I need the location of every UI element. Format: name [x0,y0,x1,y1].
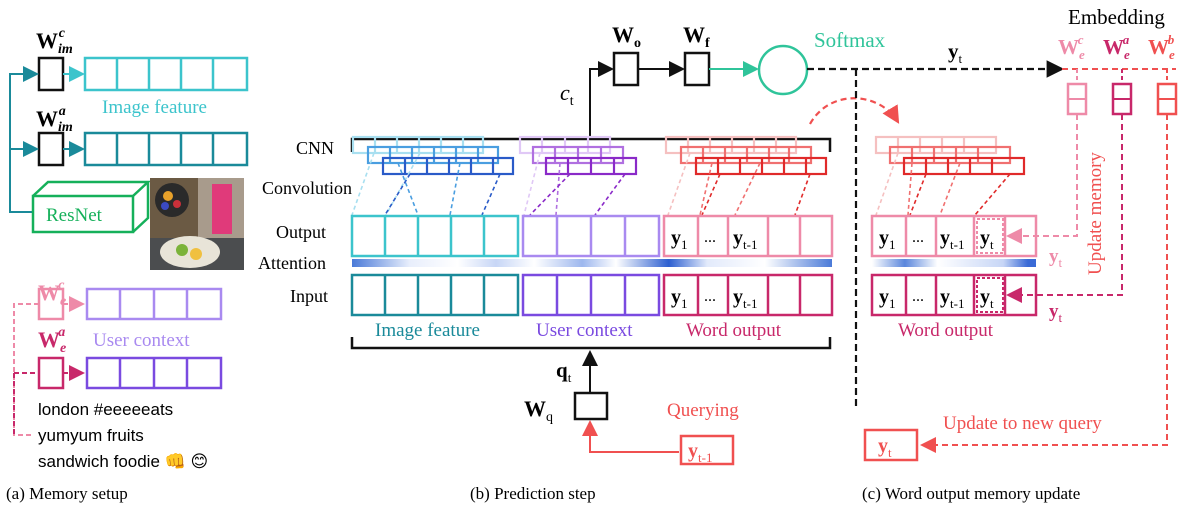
output-c-y1: y1 [879,227,896,252]
output-ytm1: yt-1 [733,227,757,252]
update-to-new-query-label: Update to new query [943,413,1102,434]
input-word [662,273,834,317]
w-im-c-label: Wimc [36,26,73,57]
w-o-label: Wo [612,22,641,51]
image-feature-memory-top [83,56,249,92]
image-feature-memory-bottom [83,131,249,167]
panel-c-word-output-update: yt Embedding Wec Wea Web Update memory [807,5,1178,503]
input-y1: y1 [671,286,688,311]
input-c-y1: y1 [879,286,896,311]
label-word-output: Word output [686,320,782,341]
w-im-a-label: Wima [36,104,73,135]
attention-bar-c [872,259,1036,267]
caption-c: (c) Word output memory update [862,484,1080,503]
copy-arrow [809,97,900,125]
y-tm1-query-box [679,434,735,466]
y-tm1-query-label: yt-1 [688,440,712,465]
output-c-ytm1: yt-1 [940,227,964,252]
attention-bar [352,259,832,267]
row-label-convolution: Convolution [262,178,352,198]
row-label-output: Output [276,222,326,242]
panel-a-memory-setup: Wimc Image feature Wima ResNet [6,26,249,503]
new-query-yt-label: yt [878,435,892,460]
output-user-context [521,214,661,258]
post-text-line-1: london #eeeeeats [38,400,173,419]
input-yt-slot [976,277,1004,313]
input-user-context [521,273,661,317]
input-c-yt: yt [980,286,994,311]
convolution-lines-c [875,152,1011,216]
q-t-label: qt [556,358,572,385]
input-c-dots: ... [912,288,924,305]
user-context-memory-top [85,287,223,321]
user-context-label: User context [93,330,190,351]
embedding-label: Embedding [1068,5,1165,29]
food-photo-collage [150,178,244,270]
output-word [662,214,834,258]
convolution-lines [351,152,811,216]
w-e-a-label: Wea [38,325,66,356]
image-feature-label: Image feature [102,97,207,118]
w-q-box [573,391,609,421]
output-dots: ... [704,229,716,246]
memory-bracket-bottom [350,337,832,350]
w-e-a-embed-label: Wea [1103,32,1130,62]
output-c-dots: ... [912,229,924,246]
yt-update-label-1: yt [1049,246,1063,270]
w-e-a-box [37,356,65,390]
cnn-filters-word [664,135,828,176]
w-im-a-box [37,131,65,167]
cnn-filters-word-c [874,135,1026,176]
w-f-label: Wf [683,22,710,51]
input-dots: ... [704,288,716,305]
output-image-feature [350,214,520,258]
panel-b-prediction-step: Wo Wf Softmax ct CNN Convolution Output … [258,22,900,503]
caption-b: (b) Prediction step [470,484,596,503]
softmax-node [757,44,809,96]
input-word-c [870,273,1038,317]
post-text-line-2: yumyum fruits [38,426,144,445]
querying-label: Querying [667,400,739,421]
caption-a: (a) Memory setup [6,484,128,503]
memory-bracket-top [350,137,832,152]
label-word-output-c: Word output [898,320,994,341]
output-yt-slot [976,218,1004,254]
new-query-yt-box [863,428,919,462]
row-label-attention: Attention [258,253,326,273]
user-context-memory-bottom [85,356,223,390]
resnet-block [31,180,152,234]
softmax-label: Softmax [814,28,886,52]
label-image-feature: Image feature [375,320,480,341]
w-im-c-box [37,56,65,92]
w-q-label: Wq [524,396,553,425]
c-t-label: ct [560,80,574,109]
input-c-ytm1: yt-1 [940,286,964,311]
yt-update-label-2: yt [1049,301,1063,325]
update-memory-label: Update memory [1085,152,1106,275]
w-e-c-embed-label: Wec [1058,32,1085,62]
post-text-line-3: sandwich foodie 👊 😊 [38,452,208,471]
output-c-yt: yt [980,227,994,252]
label-user-context: User context [536,320,633,341]
w-o-box [612,51,640,87]
output-y1: y1 [671,227,688,252]
cnn-filters-user [518,135,638,176]
w-f-box [683,51,711,87]
y-t-output-label: yt [948,39,963,66]
w-e-b-embed-label: Web [1148,32,1175,62]
cnn-filters-image [351,135,515,176]
input-ytm1: yt-1 [733,286,757,311]
resnet-label: ResNet [46,205,103,226]
row-label-input: Input [290,286,328,306]
input-image-feature [350,273,520,317]
row-label-cnn: CNN [296,138,334,158]
